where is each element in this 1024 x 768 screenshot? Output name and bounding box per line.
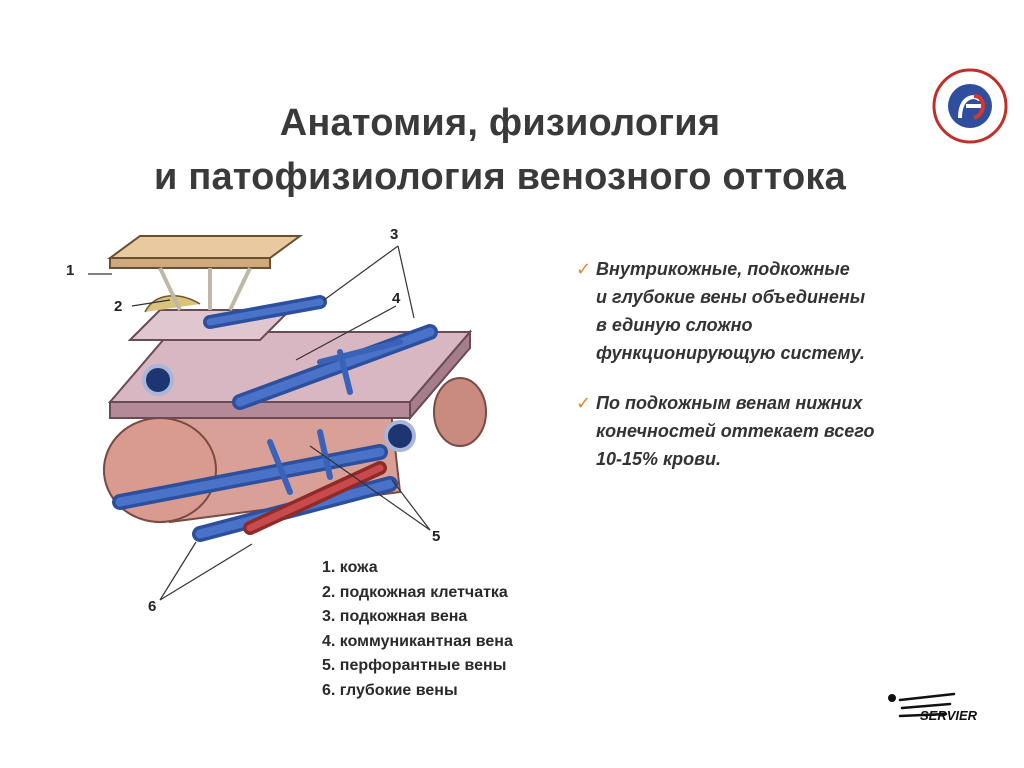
- callout-2: 2: [114, 298, 123, 315]
- servier-logo: SERVIER: [880, 686, 1000, 730]
- legend-item: 3. подкожная вена: [322, 608, 468, 625]
- title-line-2: и патофизиология венозного оттока: [154, 156, 846, 198]
- legend-item: 2. подкожная клетчатка: [322, 583, 508, 601]
- check-icon: ✓: [576, 259, 592, 279]
- callout-1: 1: [66, 262, 75, 279]
- legend-item: 1. кожа: [322, 559, 378, 576]
- bullet-line: и глубокие вены объединены: [596, 287, 866, 307]
- bullet-line: в единую сложно: [596, 315, 753, 335]
- callout-6: 6: [148, 598, 157, 615]
- legend-item: 4. коммуникантная вена: [322, 632, 513, 650]
- logo-emblem-icon: [932, 68, 1008, 144]
- legend-item: 5. перфорантные вены: [322, 657, 507, 674]
- servier-mark-icon: [888, 692, 956, 718]
- bullet-line: Внутрикожные, подкожные: [596, 259, 850, 279]
- callout-4: 4: [392, 290, 401, 307]
- bullet-line: конечностей оттекает всего: [596, 421, 875, 441]
- diagram-legend: 1. кожа 2. подкожная клетчатка 3. подкож…: [322, 556, 582, 703]
- association-logo: [930, 66, 1010, 146]
- skin-layer: [106, 235, 304, 311]
- callout-3: 3: [390, 226, 399, 243]
- vein-anatomy-diagram: [60, 222, 530, 562]
- bullet-line: функционирующую систему.: [596, 343, 865, 363]
- title-line-1: Анатомия, физиология: [279, 102, 721, 144]
- page-title: Анатомия, физиология и патофизиология ве…: [70, 96, 930, 204]
- bullet-line: По подкожным венам нижних: [596, 393, 863, 413]
- check-icon: ✓: [576, 393, 592, 413]
- bullet-line: 10-15% крови.: [596, 449, 722, 469]
- key-points: ✓ Внутрикожные, подкожные и глубокие вен…: [576, 255, 976, 495]
- brand-name: SERVIER: [920, 708, 978, 723]
- bullet-point: ✓ По подкожным венам нижних конечностей …: [576, 389, 976, 473]
- superficial-veins: [142, 295, 438, 452]
- bullet-point: ✓ Внутрикожные, подкожные и глубокие вен…: [576, 255, 976, 367]
- legend-item: 6. глубокие вены: [322, 681, 458, 699]
- callout-5: 5: [432, 528, 441, 545]
